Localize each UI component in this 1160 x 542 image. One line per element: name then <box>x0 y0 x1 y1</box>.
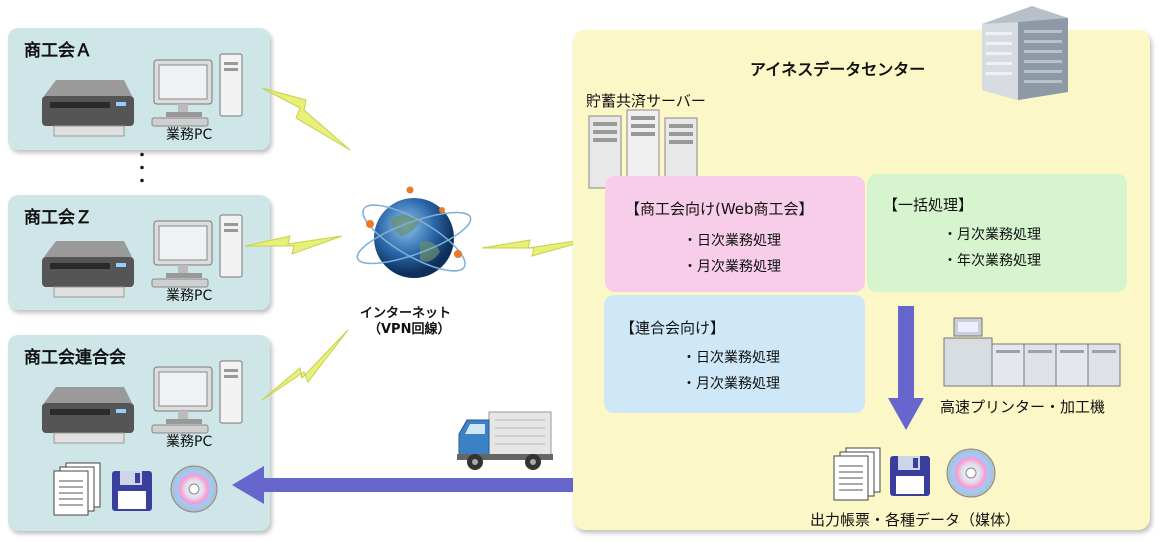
server-label: 貯蓄共済サーバー <box>586 92 706 110</box>
desktop-pc-icon <box>151 53 243 127</box>
box-batch-title: 【一括処理】 <box>883 196 974 214</box>
printer-icon <box>42 80 134 137</box>
office-panel-a: 商工会Ａ 業務PC <box>8 28 270 150</box>
documents-icon <box>53 462 101 516</box>
vpn-label: （VPN回線） <box>368 322 451 337</box>
printer-icon <box>42 387 134 444</box>
printer-label: 高速プリンター・加工機 <box>940 398 1106 416</box>
box-federation-item: ・月次業務処理 <box>682 376 780 392</box>
printer-icon <box>42 241 134 298</box>
box-web-title: 【商工会向け(Web商工会】 <box>625 200 814 218</box>
high-speed-printer-icon <box>943 317 1121 387</box>
desktop-pc-icon <box>151 360 243 434</box>
box-web: 【商工会向け(Web商工会】 ・日次業務処理 ・月次業務処理 <box>605 176 865 292</box>
lightning-bolt <box>261 87 351 151</box>
pc-label: 業務PC <box>166 127 213 143</box>
lightning-bolt <box>261 329 349 401</box>
box-batch-item: ・月次業務処理 <box>943 227 1041 243</box>
internet-label: インターネット <box>360 306 452 321</box>
datacenter-title: アイネスデータセンター <box>750 60 926 79</box>
office-title: 商工会Ａ <box>24 41 92 61</box>
process-down-arrow <box>888 306 924 430</box>
ellipsis-dots: ・ ・ ・ <box>135 148 149 190</box>
building-icon <box>982 6 1068 100</box>
documents-icon <box>833 447 881 501</box>
box-web-item: ・月次業務処理 <box>683 259 781 275</box>
output-label: 出力帳票・各種データ（媒体） <box>810 511 1021 529</box>
box-batch: 【一括処理】 ・月次業務処理 ・年次業務処理 <box>867 174 1127 292</box>
globe-icon <box>356 186 472 278</box>
office-title: 商工会連合会 <box>24 348 126 368</box>
cd-disc-icon <box>170 465 218 513</box>
delivery-arrow-head <box>232 466 264 504</box>
office-panel-z: 商工会Ｚ 業務PC <box>8 195 270 310</box>
desktop-pc-icon <box>151 214 243 288</box>
box-federation-title: 【連合会向け】 <box>620 319 726 337</box>
pc-label: 業務PC <box>166 434 213 450</box>
box-web-item: ・日次業務処理 <box>683 233 781 249</box>
office-panel-federation: 商工会連合会 業務PC <box>8 335 270 531</box>
truck-icon <box>457 411 553 470</box>
box-federation: 【連合会向け】 ・日次業務処理 ・月次業務処理 <box>604 295 865 413</box>
lightning-bolt <box>244 235 343 255</box>
office-title: 商工会Ｚ <box>24 208 92 228</box>
floppy-disk-icon <box>112 471 152 511</box>
cd-disc-icon <box>946 448 996 498</box>
floppy-disk-icon <box>890 456 930 496</box>
box-batch-item: ・年次業務処理 <box>943 253 1041 269</box>
pc-label: 業務PC <box>166 288 213 304</box>
box-federation-item: ・日次業務処理 <box>682 350 780 366</box>
